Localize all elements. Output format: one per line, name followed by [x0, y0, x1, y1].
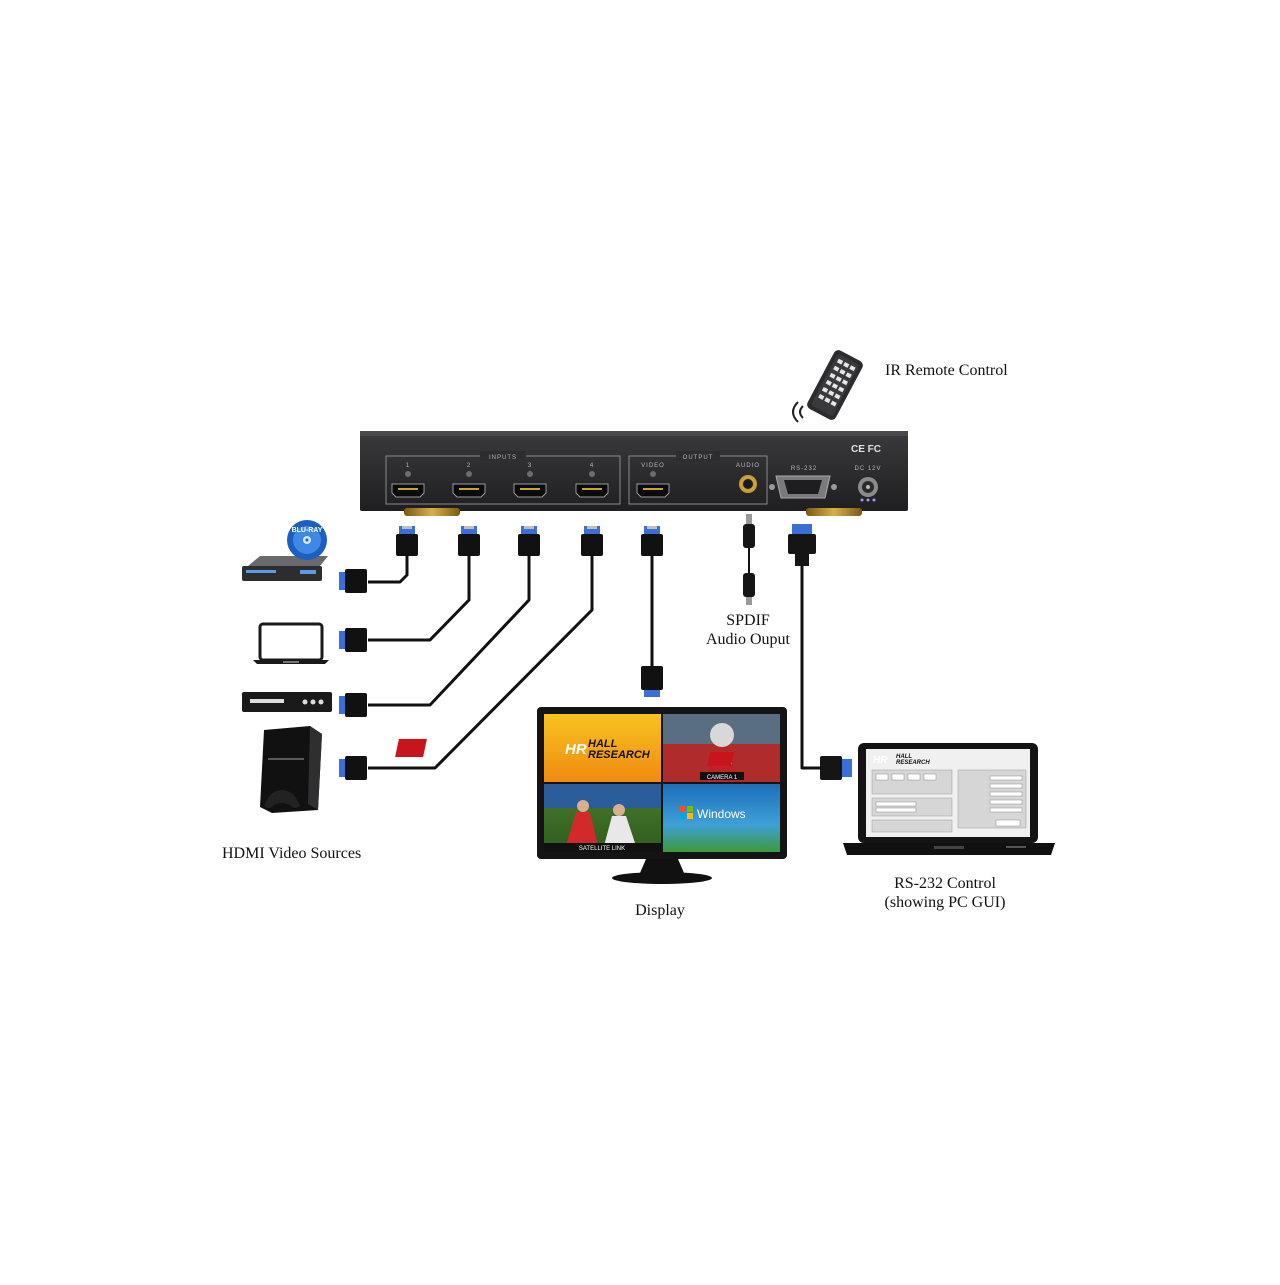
- display-hdmi-plug: [641, 666, 663, 697]
- game-console-icon: [260, 726, 322, 813]
- input-number-2: 2: [467, 463, 471, 469]
- hdmi-cable-2: [368, 555, 471, 642]
- display-caption: Display: [635, 902, 685, 919]
- screen-logo-bottom: RESEARCH: [588, 749, 651, 761]
- rs232-caption-line2: (showing PC GUI): [884, 894, 1006, 911]
- laptop-rs232-plug: [820, 756, 852, 780]
- cables: [368, 548, 822, 770]
- input-ports: 1 2 3 4: [391, 463, 609, 498]
- hdmi-cable-3: [368, 555, 531, 707]
- satellite-label: SATELLITE LINK: [579, 846, 625, 852]
- video-switcher-device: INPUTS 1 2 3 4: [360, 431, 908, 516]
- svg-text:HR: HR: [565, 741, 587, 758]
- output-led: [650, 471, 656, 477]
- pc-gui-window: HR HALL RESEARCH: [707, 752, 1027, 833]
- screen-quad-logo: [544, 714, 661, 782]
- certification-marks: CE FC: [851, 444, 881, 455]
- rs232-cable: [800, 565, 822, 770]
- windows-label: Windows: [697, 807, 746, 821]
- spdif-plug-bottom: [743, 573, 755, 605]
- bluray-player-icon: BLU-RAY: [242, 520, 328, 581]
- svg-text:BLU-RAY: BLU-RAY: [292, 527, 323, 534]
- input-led-1: [405, 471, 411, 477]
- hdmi-port-4: [575, 483, 609, 498]
- gui-logo-bottom: RESEARCH: [896, 760, 930, 766]
- hdmi-cable-4: [368, 555, 594, 770]
- rs232-label: RS-232: [791, 466, 817, 472]
- hdmi-port-2: [452, 483, 486, 498]
- input-number-4: 4: [590, 463, 594, 469]
- device-foot-right: [806, 508, 862, 516]
- camera-label: CAMERA 1: [707, 775, 738, 781]
- spdif-caption-line1: SPDIF: [726, 612, 770, 629]
- output-label: OUTPUT: [683, 455, 714, 461]
- inputs-label: INPUTS: [489, 455, 517, 461]
- gui-logo-top: HALL: [896, 754, 912, 760]
- input-led-4: [589, 471, 595, 477]
- rs232-caption-line1: RS-232 Control: [894, 875, 996, 892]
- input-led-2: [466, 471, 472, 477]
- dvd-player-icon: [242, 692, 332, 712]
- hdmi-sources-caption: HDMI Video Sources: [222, 845, 362, 862]
- source-side-connectors: [339, 569, 367, 780]
- ir-signal-icon: [792, 401, 804, 423]
- dc-power-port: [858, 477, 878, 497]
- input-number-3: 3: [528, 463, 532, 469]
- input-number-1: 1: [406, 463, 410, 469]
- display-monitor: HR HALL RESEARCH CAMERA 1 SATELLITE LINK: [395, 707, 787, 884]
- hdmi-port-1: [391, 483, 425, 498]
- polarity-icon: [860, 498, 876, 502]
- hdmi-port-3: [513, 483, 547, 498]
- control-laptop: HR HALL RESEARCH: [707, 743, 1055, 855]
- input-led-3: [527, 471, 533, 477]
- rs232-plug-device: [788, 524, 816, 566]
- dc-label: DC 12V: [854, 466, 881, 472]
- screen-logo-top: HALL: [588, 738, 618, 750]
- rs232-port: [769, 475, 837, 499]
- device-foot-left: [404, 508, 460, 516]
- soccer-players-icon: [544, 784, 661, 846]
- svg-text:HR: HR: [873, 755, 888, 766]
- hdmi-cable-1: [368, 555, 409, 584]
- hall-research-logo-icon: HR: [395, 739, 587, 758]
- ir-remote-icon: [807, 350, 863, 420]
- spdif-caption-line2: Audio Ouput: [706, 631, 790, 648]
- video-label: VIDEO: [641, 463, 665, 469]
- laptop-source-icon: [253, 622, 329, 664]
- hdmi-port-output: [636, 483, 670, 498]
- ir-remote-caption: IR Remote Control: [885, 362, 1008, 379]
- windows-flag-icon: [680, 806, 693, 819]
- spdif-plug-top: [743, 514, 755, 548]
- audio-label: AUDIO: [736, 463, 760, 469]
- device-side-connectors: [396, 514, 816, 605]
